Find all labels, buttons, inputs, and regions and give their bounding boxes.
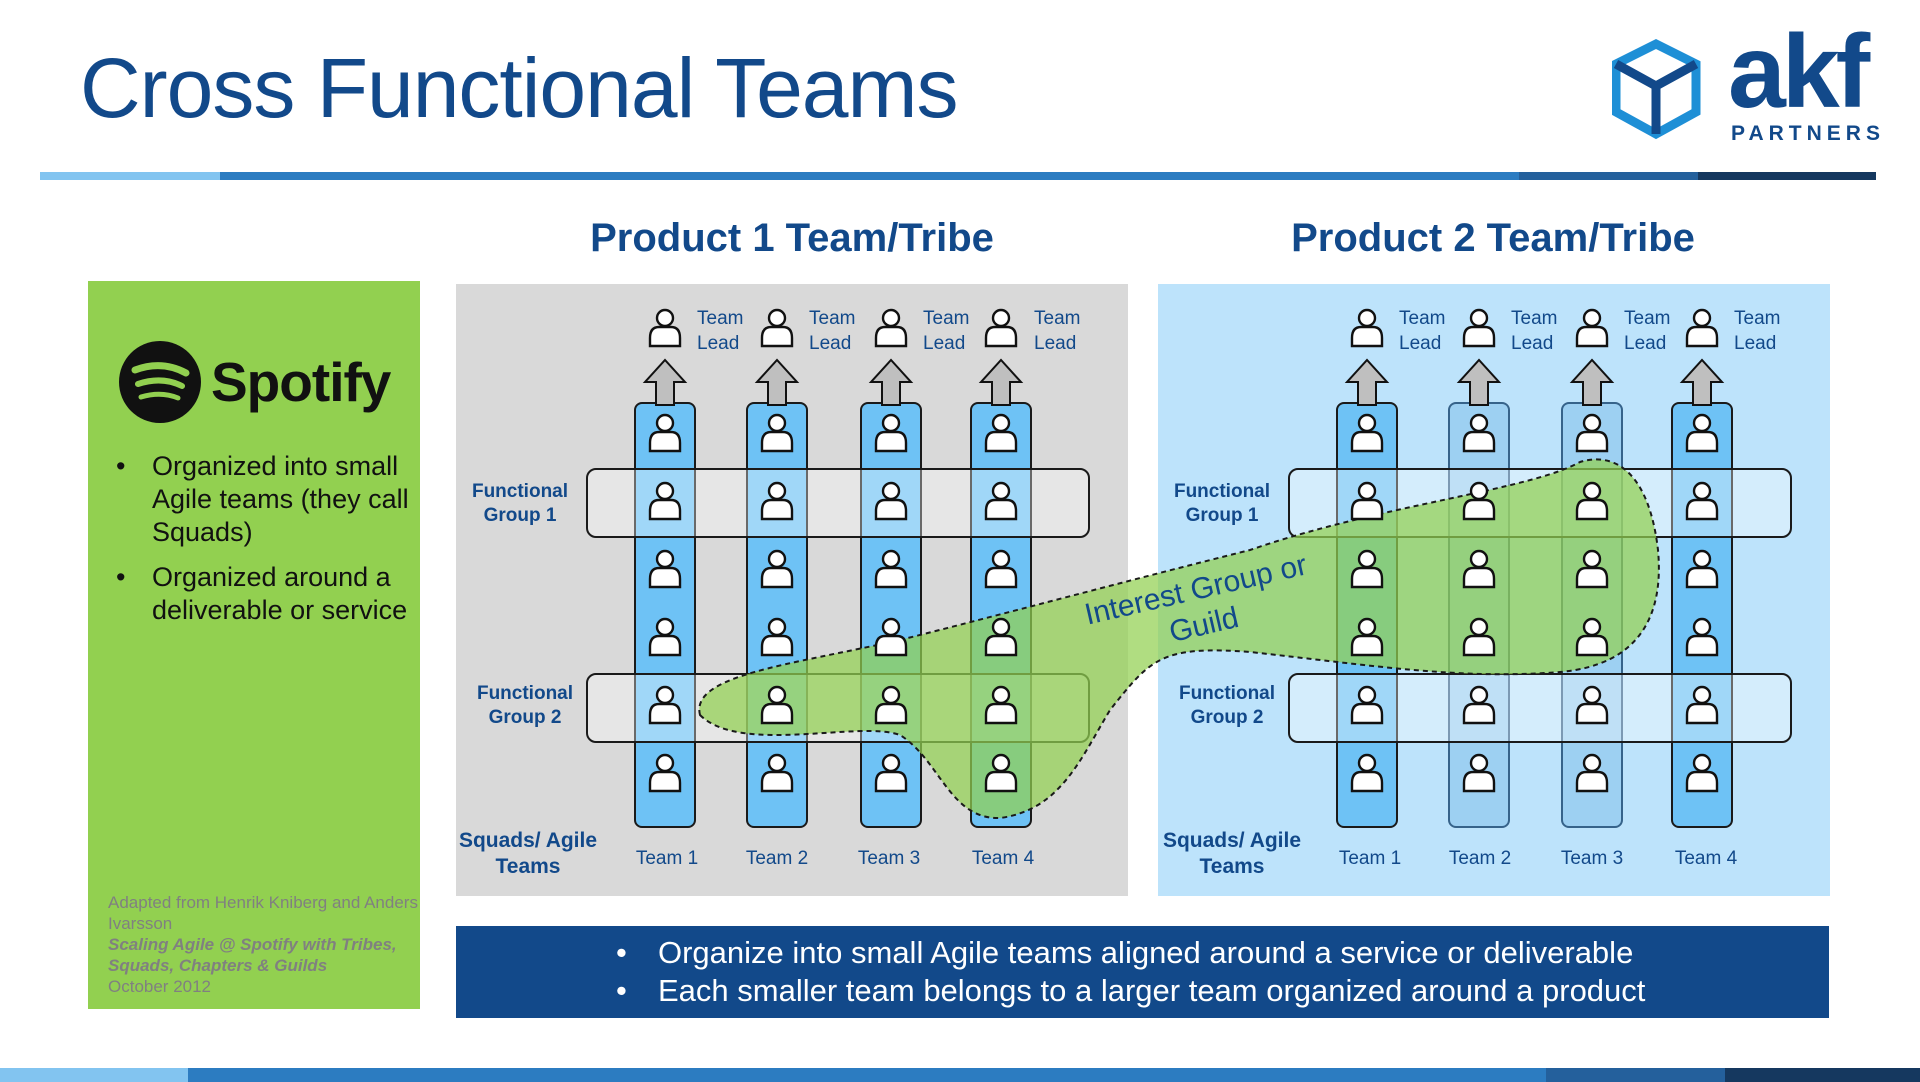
team-lead-person-icon (648, 308, 682, 348)
arrow-up-icon (978, 358, 1024, 406)
person-icon (874, 753, 908, 793)
summary-bullet: Organize into small Agile teams aligned … (456, 934, 1829, 972)
person-icon (984, 481, 1018, 521)
arrow-up-icon (754, 358, 800, 406)
arrow-up-icon (1456, 358, 1502, 406)
team-lead-person-icon (760, 308, 794, 348)
squads-label: Squads/ Agile Teams (458, 829, 598, 878)
team-label: Team 1 (1338, 848, 1402, 869)
person-icon (1462, 413, 1496, 453)
person-icon (760, 549, 794, 589)
person-icon (1685, 753, 1719, 793)
team-label: Team 3 (857, 848, 921, 869)
squads-label: Squads/ Agile Teams (1162, 829, 1302, 878)
functional-group-2-label: Functional Group 2 (1178, 683, 1276, 728)
person-icon (760, 481, 794, 521)
sidebar-bullet: Organized around a deliverable or servic… (114, 561, 414, 627)
person-icon (648, 685, 682, 725)
person-icon (648, 413, 682, 453)
person-icon (1350, 753, 1384, 793)
team-lead-label: Team Lead (1511, 308, 1558, 354)
person-icon (1350, 685, 1384, 725)
arrow-up-icon (1679, 358, 1725, 406)
spotify-logo-icon (119, 341, 201, 423)
akf-logo-subtitle: PARTNERS (1731, 122, 1885, 145)
person-icon (1575, 413, 1609, 453)
team-lead-label: Team Lead (697, 308, 744, 354)
arrow-up-icon (1569, 358, 1615, 406)
team-lead-label: Team Lead (1624, 308, 1671, 354)
footer-divider (0, 1068, 1920, 1082)
team-lead-person-icon (1575, 308, 1609, 348)
team-lead-label: Team Lead (809, 308, 856, 354)
product-2-title: Product 2 Team/Tribe (1291, 216, 1695, 260)
page-title: Cross Functional Teams (80, 41, 958, 135)
functional-group-1-label: Functional Group 1 (1173, 481, 1271, 526)
team-label: Team 2 (745, 848, 809, 869)
person-icon (1462, 685, 1496, 725)
person-icon (648, 481, 682, 521)
team-label: Team 3 (1560, 848, 1624, 869)
person-icon (874, 413, 908, 453)
person-icon (874, 549, 908, 589)
person-icon (1575, 753, 1609, 793)
credit-authors: Adapted from Henrik Kniberg and Anders I… (108, 893, 418, 933)
person-icon (984, 549, 1018, 589)
person-icon (984, 413, 1018, 453)
team-lead-person-icon (1685, 308, 1719, 348)
person-icon (1685, 481, 1719, 521)
team-lead-person-icon (1462, 308, 1496, 348)
team-label: Team 4 (971, 848, 1035, 869)
team-lead-label: Team Lead (1734, 308, 1781, 354)
person-icon (1575, 685, 1609, 725)
spotify-wordmark: Spotify (211, 351, 391, 413)
functional-group-1-label: Functional Group 1 (471, 481, 569, 526)
person-icon (1350, 481, 1384, 521)
person-icon (760, 617, 794, 657)
header-divider (40, 172, 1876, 180)
team-label: Team 1 (635, 848, 699, 869)
team-label: Team 2 (1448, 848, 1512, 869)
guild-shape (698, 458, 1660, 820)
arrow-up-icon (642, 358, 688, 406)
sidebar-bullets: Organized into small Agile teams (they c… (114, 450, 414, 639)
person-icon (648, 549, 682, 589)
person-icon (1685, 413, 1719, 453)
credit-note: Adapted from Henrik Kniberg and Anders I… (108, 892, 418, 997)
person-icon (1350, 413, 1384, 453)
team-lead-person-icon (984, 308, 1018, 348)
team-lead-label: Team Lead (923, 308, 970, 354)
akf-logo-text: akf (1728, 14, 1870, 130)
person-icon (760, 753, 794, 793)
person-icon (874, 617, 908, 657)
team-lead-person-icon (874, 308, 908, 348)
person-icon (760, 413, 794, 453)
person-icon (874, 481, 908, 521)
akf-cube-icon (1612, 38, 1701, 140)
credit-date: October 2012 (108, 977, 212, 996)
person-icon (1685, 617, 1719, 657)
summary-bullet: Each smaller team belongs to a larger te… (456, 972, 1829, 1010)
team-label: Team 4 (1674, 848, 1738, 869)
person-icon (1462, 753, 1496, 793)
team-lead-label: Team Lead (1399, 308, 1446, 354)
summary-box: Organize into small Agile teams aligned … (456, 926, 1829, 1018)
person-icon (1462, 481, 1496, 521)
arrow-up-icon (1344, 358, 1390, 406)
product-1-title: Product 1 Team/Tribe (590, 216, 994, 260)
person-icon (648, 617, 682, 657)
team-lead-person-icon (1350, 308, 1384, 348)
functional-group-2-label: Functional Group 2 (476, 683, 574, 728)
person-icon (1685, 685, 1719, 725)
person-icon (1685, 549, 1719, 589)
credit-source-title: Scaling Agile @ Spotify with Tribes, Squ… (108, 935, 397, 975)
arrow-up-icon (868, 358, 914, 406)
person-icon (648, 753, 682, 793)
sidebar-bullet: Organized into small Agile teams (they c… (114, 450, 414, 549)
team-lead-label: Team Lead (1034, 308, 1081, 354)
